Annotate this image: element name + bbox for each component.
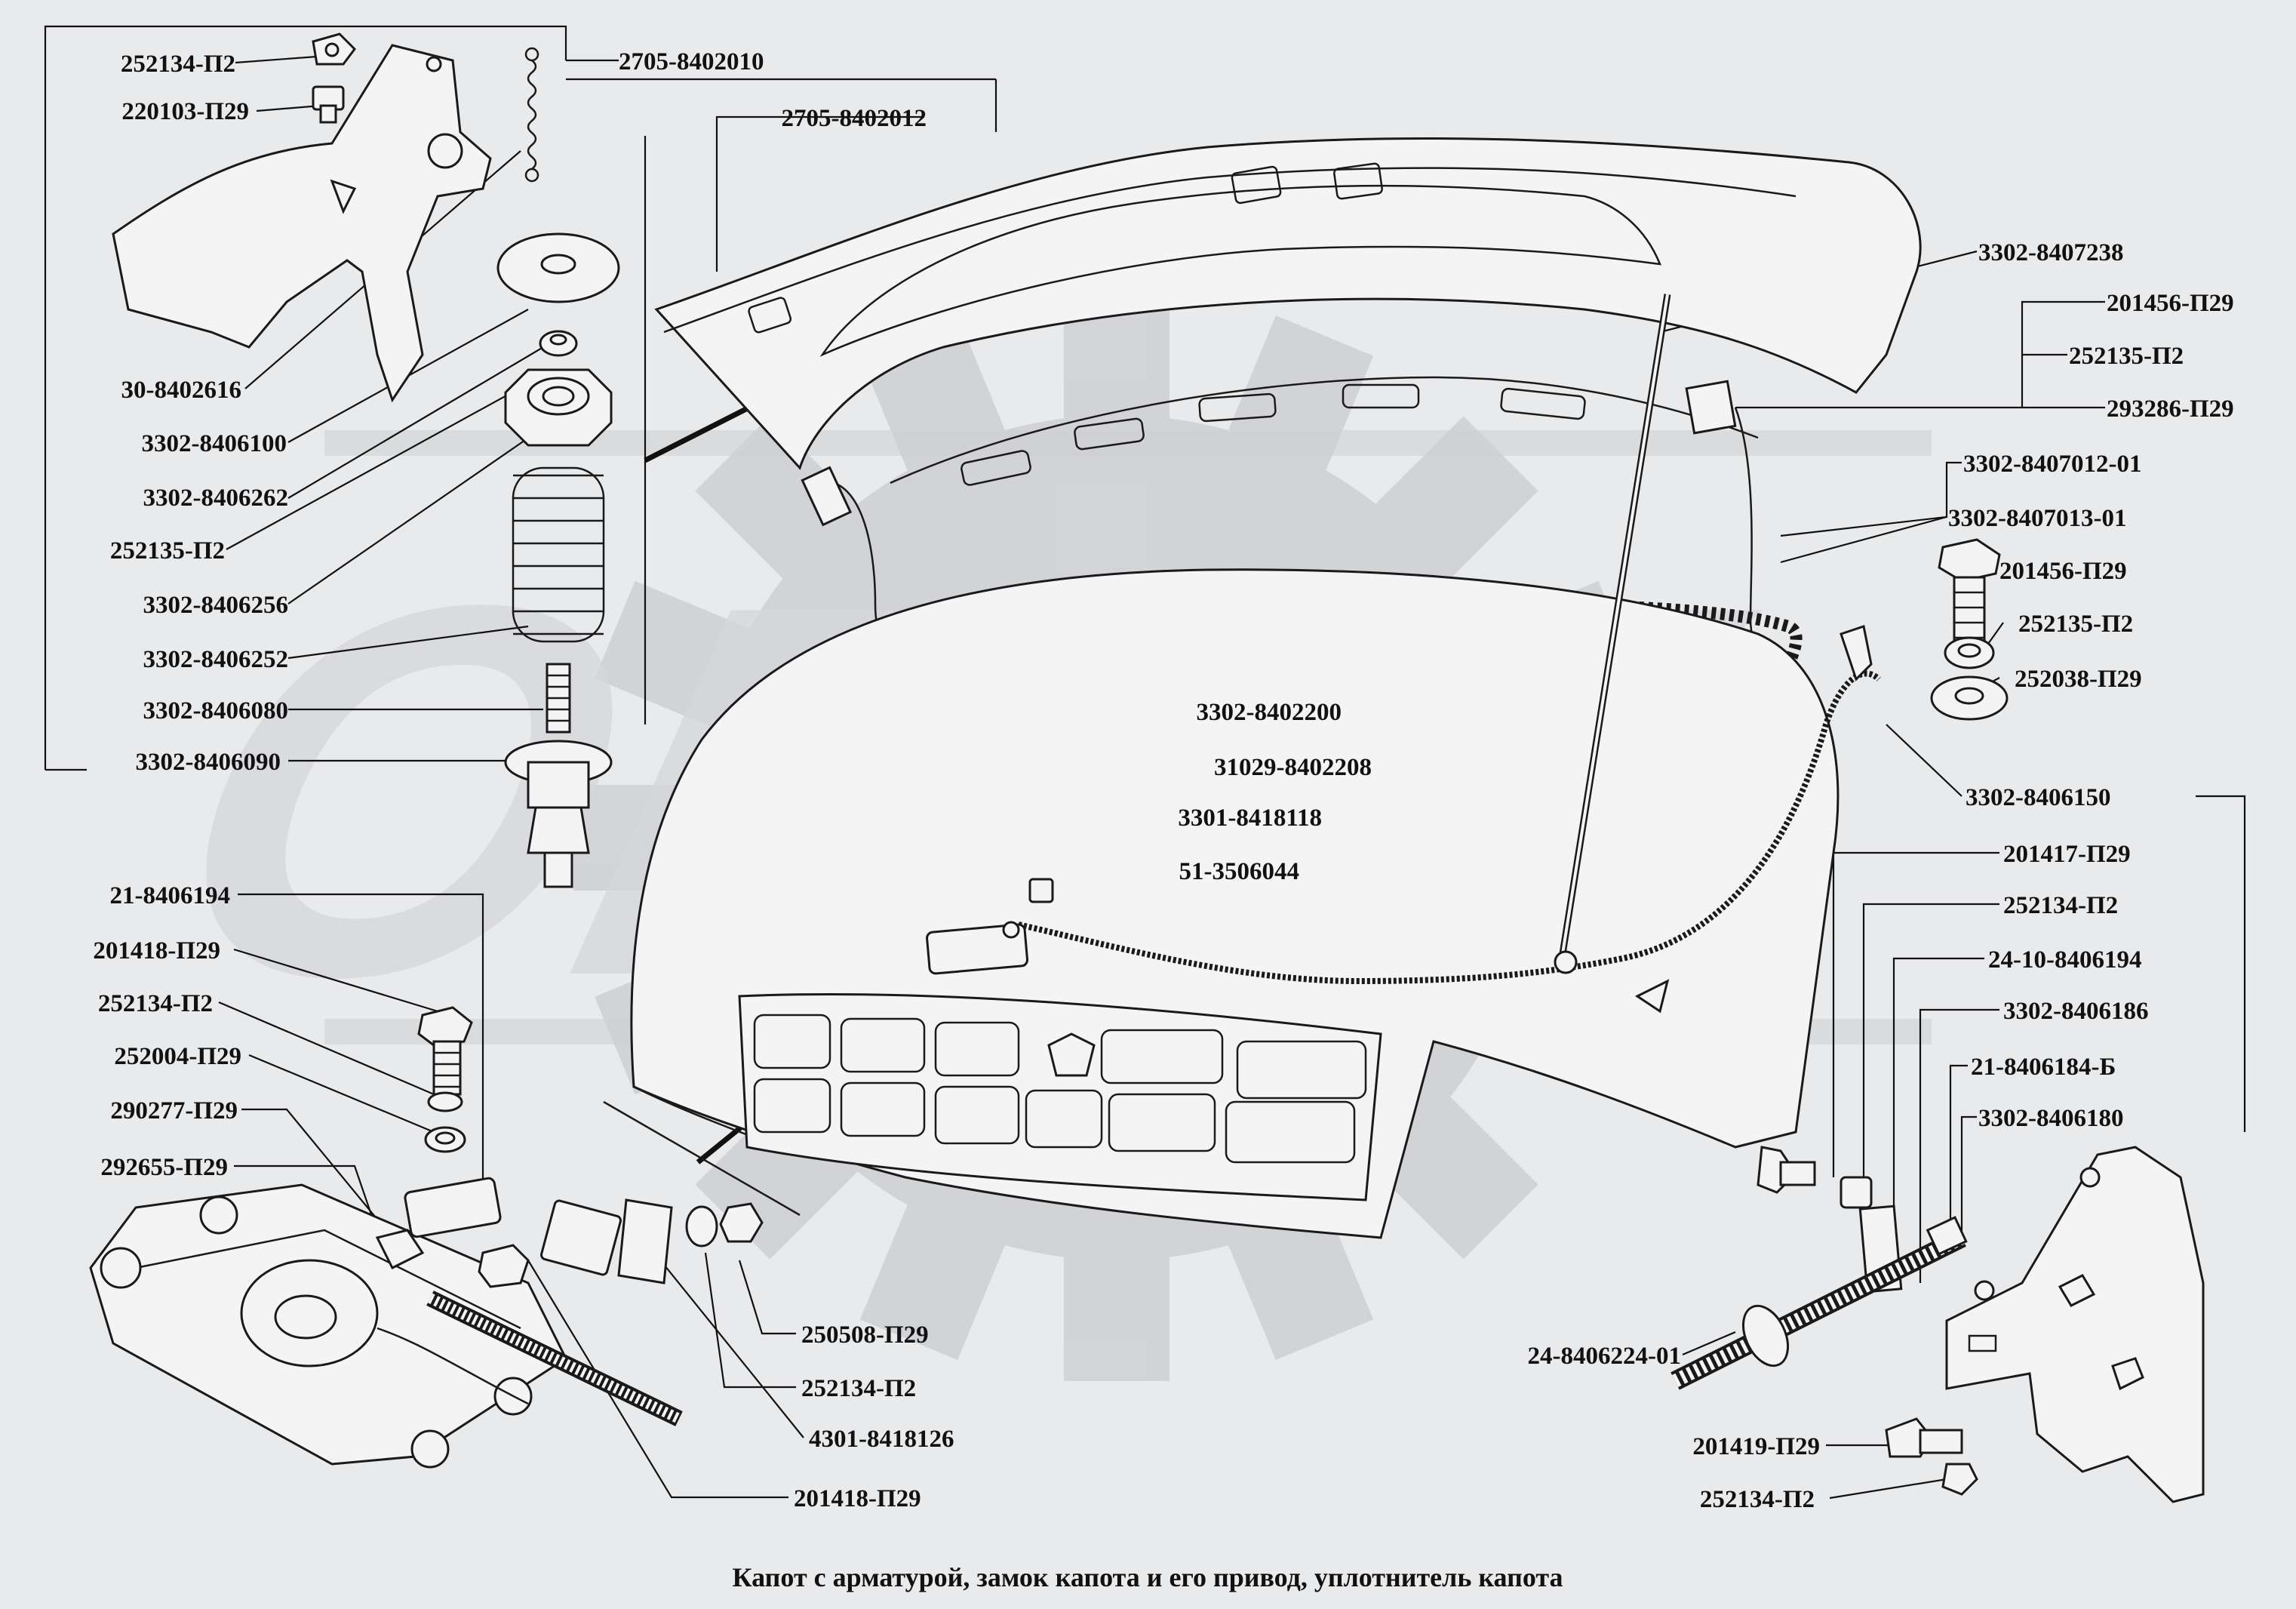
label-part-number: 3301-8418118	[1178, 804, 1322, 832]
label-part-number: 201419-П29	[1692, 1433, 1820, 1460]
label-part-number: 201456-П29	[1999, 558, 2127, 585]
label-part-number: 292655-П29	[100, 1154, 228, 1181]
label-part-number: 3302-8406150	[1966, 784, 2111, 811]
label-part-number: 24-8406224-01	[1528, 1343, 1681, 1370]
label-part-number: 252004-П29	[114, 1043, 241, 1070]
label-part-number: 201418-П29	[794, 1485, 921, 1512]
label-part-number: 252135-П2	[110, 537, 225, 565]
label-part-number: 4301-8418126	[809, 1426, 954, 1453]
label-part-number: 21-8406184-Б	[1971, 1054, 2116, 1081]
label-part-number: 24-10-8406194	[1988, 946, 2141, 974]
label-part-number: 30-8402616	[121, 377, 242, 404]
label-part-number: 2705-8402010	[619, 48, 764, 75]
part-number-labels: 252134-П2 220103-П29 2705-8402010 2705-8…	[93, 48, 2233, 1513]
label-part-number: 201417-П29	[2003, 841, 2131, 868]
label-part-number: 252135-П2	[2069, 343, 2184, 370]
label-part-number: 3302-8407013-01	[1948, 505, 2126, 532]
hood-seal-and-radiator	[603, 294, 1881, 1239]
release-cable-end	[1671, 1216, 1978, 1496]
label-part-number: 252135-П2	[2018, 611, 2133, 638]
label-part-number: 3302-8402200	[1197, 699, 1342, 726]
label-part-number: 220103-П29	[121, 98, 249, 125]
label-part-number: 3302-8406090	[136, 749, 281, 776]
right-bolt-washers	[1930, 538, 2009, 721]
label-part-number: 252134-П2	[98, 990, 213, 1017]
label-part-number: 3302-8406100	[142, 430, 287, 457]
label-part-number: 3302-8406186	[2003, 998, 2149, 1025]
label-part-number: 21-8406194	[110, 882, 231, 909]
label-part-number: 3302-8407238	[1978, 239, 2124, 266]
label-part-number: 51-3506044	[1179, 858, 1300, 885]
hood-release-bracket	[1757, 1146, 2205, 1503]
label-part-number: 252134-П2	[1700, 1486, 1815, 1513]
label-part-number: 3302-8406256	[143, 592, 289, 619]
label-part-number: 31029-8402208	[1214, 754, 1372, 781]
bottom-left-fasteners	[375, 1006, 764, 1426]
label-part-number: 3302-8406252	[143, 646, 289, 673]
label-part-number: 3302-8407012-01	[1963, 451, 2141, 478]
label-part-number: 250508-П29	[801, 1321, 929, 1349]
label-part-number: 252134-П2	[2003, 892, 2118, 919]
label-part-number: 201418-П29	[93, 937, 220, 964]
label-part-number: 3302-8406180	[1978, 1105, 2124, 1132]
diagram-caption: Капот с арматурой, замок капота и его пр…	[733, 1562, 1563, 1592]
lock-pin-stack	[496, 232, 620, 888]
label-part-number: 290277-П29	[110, 1097, 238, 1124]
hood-lock-base-plate	[89, 1183, 567, 1469]
label-part-number: 252134-П2	[121, 51, 235, 78]
label-part-number: 293286-П29	[2107, 395, 2234, 423]
label-part-number: 201456-П29	[2107, 290, 2234, 317]
label-part-number: 252038-П29	[2015, 666, 2142, 693]
hood-panel	[654, 137, 1922, 672]
label-part-number: 3302-8406262	[143, 485, 289, 512]
label-part-number: 252134-П2	[801, 1375, 916, 1402]
label-part-number: 2705-8402012	[782, 105, 927, 132]
hood-lock-hook-assembly	[112, 32, 539, 403]
label-part-number: 3302-8406080	[143, 697, 289, 725]
